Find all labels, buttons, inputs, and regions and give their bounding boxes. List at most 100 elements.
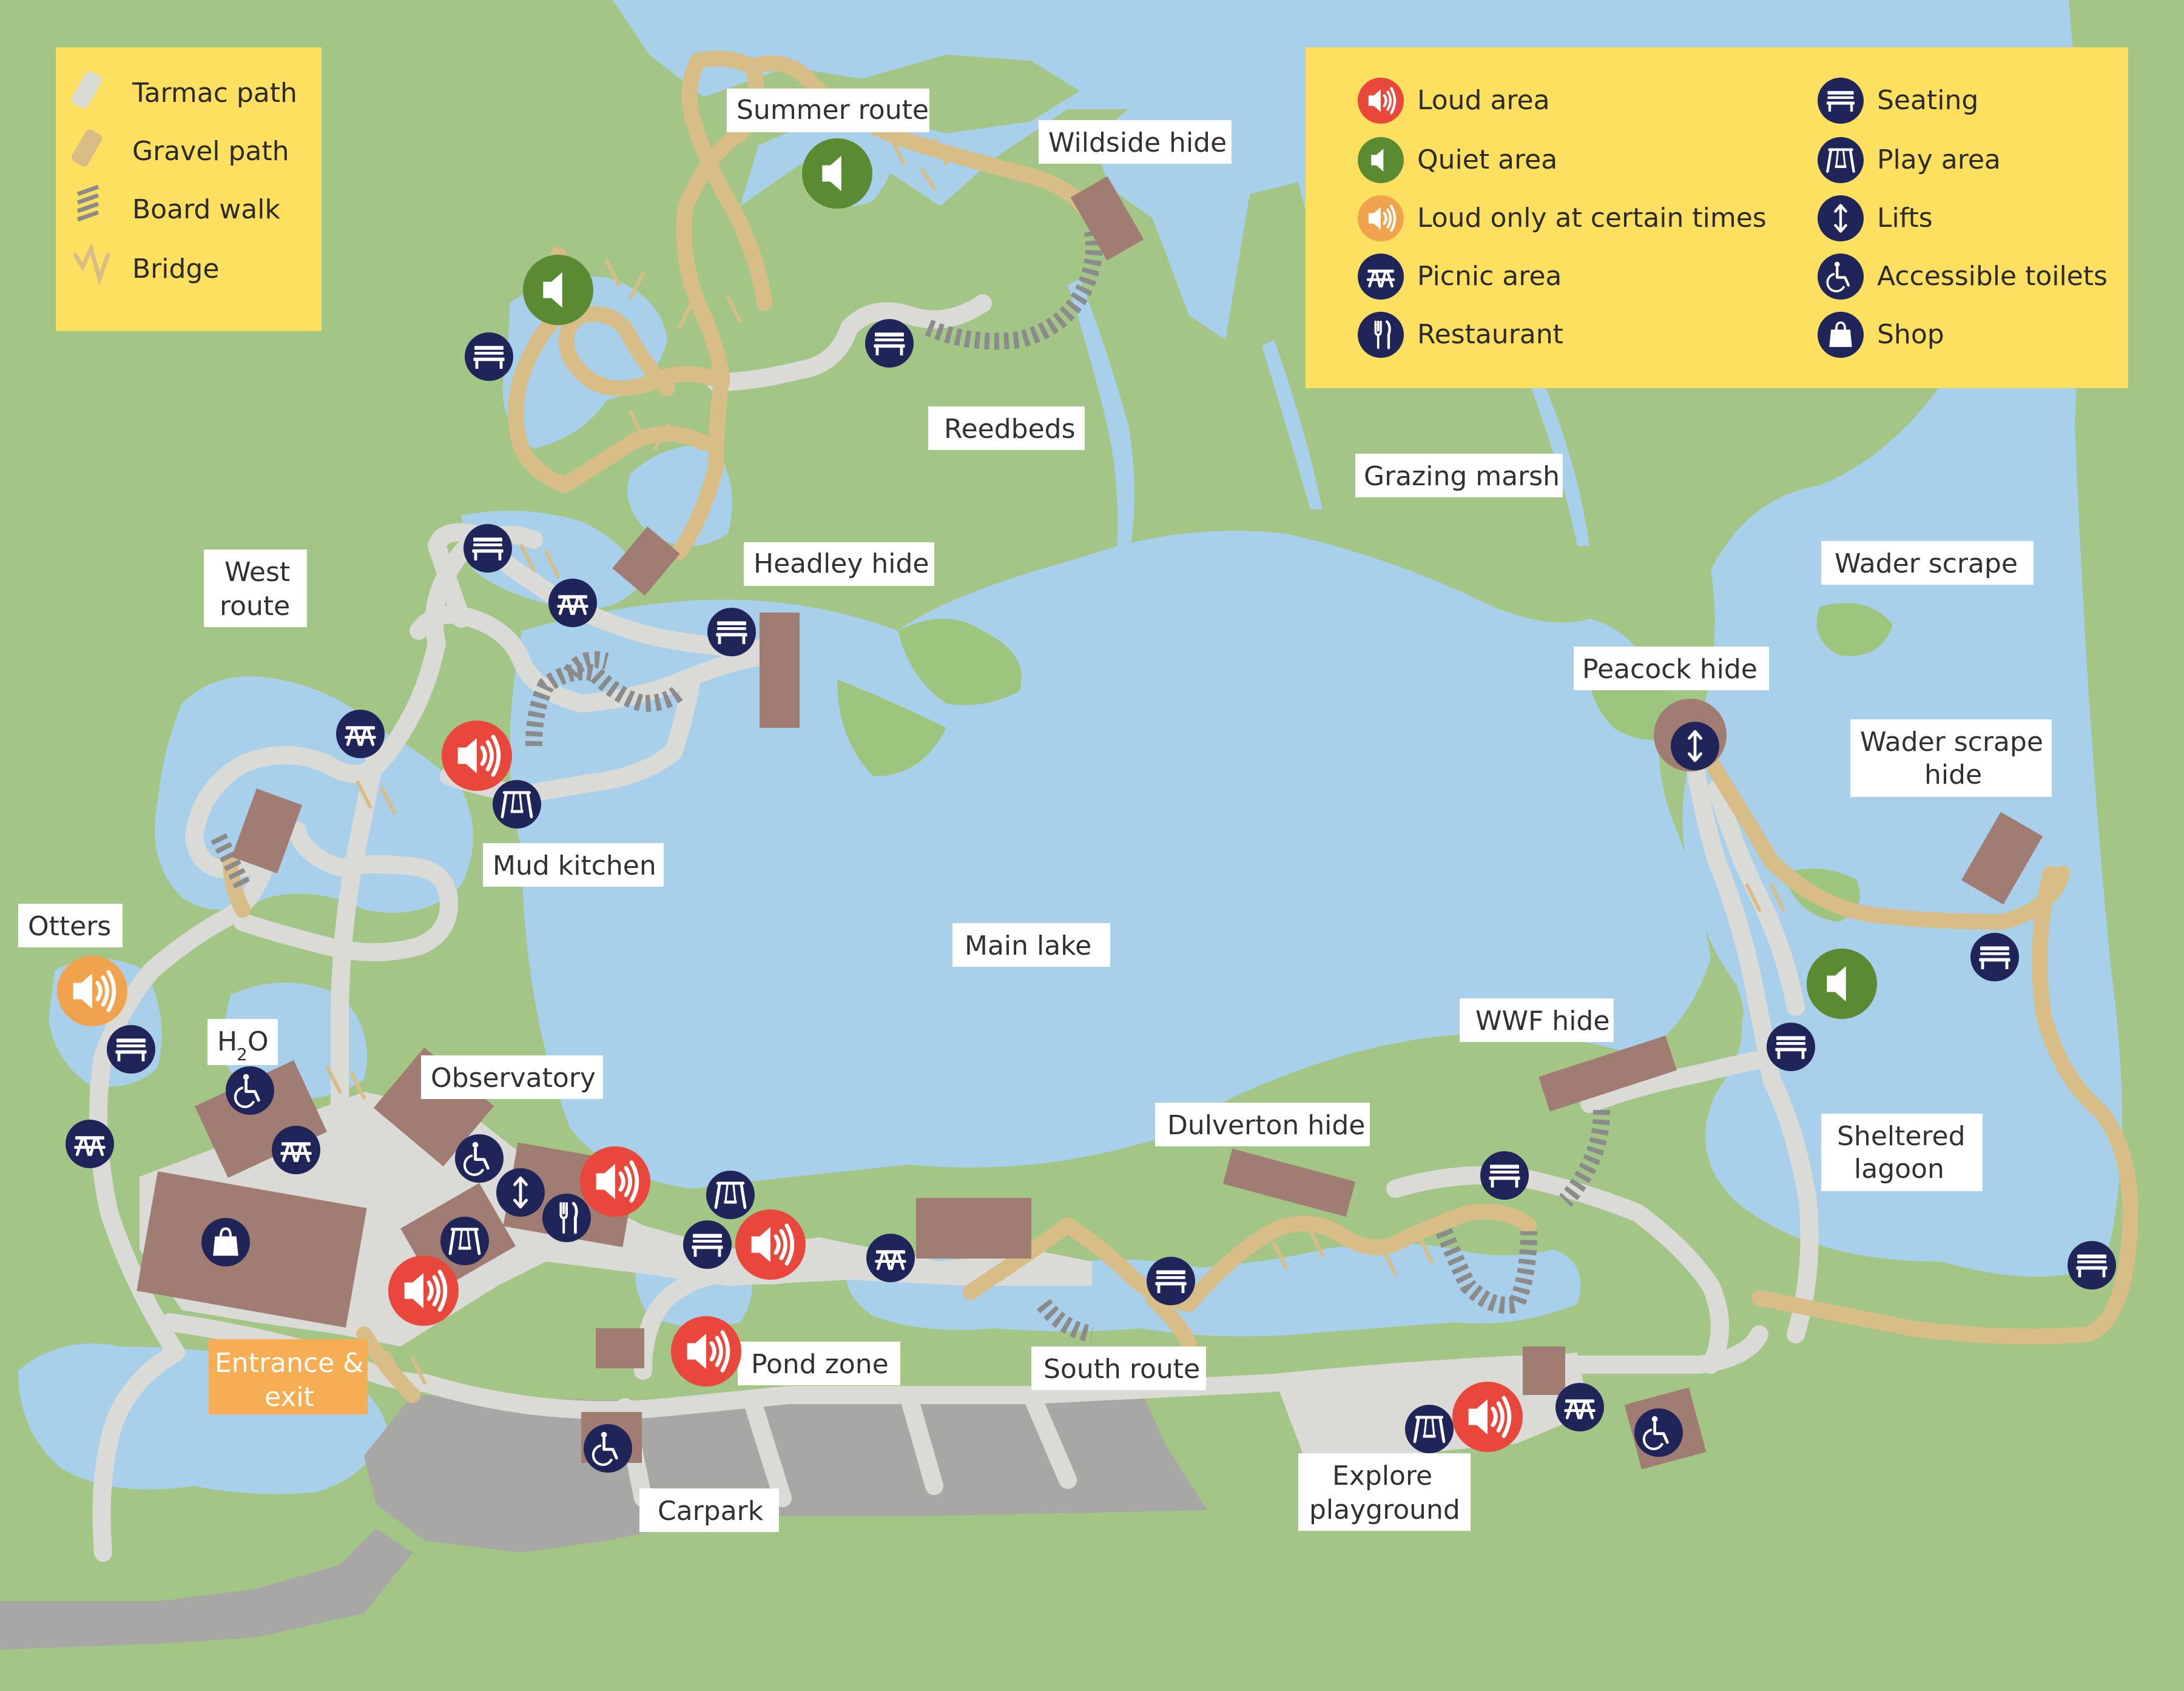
south-gravel-path-2 [1145, 1290, 1197, 1354]
accessible-toilet-icon [1818, 254, 1864, 300]
bridge-summer-2 [605, 259, 645, 299]
wwf-hide-building [1539, 1035, 1677, 1112]
west-boardwalk [211, 833, 251, 890]
svg-text:hide: hide [1924, 759, 1982, 790]
svg-text:Reedbeds: Reedbeds [944, 414, 1076, 445]
wader-island [1816, 603, 1893, 656]
label-headley-hide: Headley hide [744, 542, 934, 586]
west-loop-path [89, 526, 543, 1562]
svg-text:route: route [220, 591, 290, 622]
quiet-area-icon [523, 255, 593, 325]
south-lower-boardwalk [1036, 1299, 1094, 1343]
picnic-icon [336, 710, 385, 758]
play-area-icon [1818, 137, 1864, 183]
svg-text:Summer route: Summer route [736, 95, 929, 126]
carpark-road-2 [901, 1392, 943, 1495]
seating-icon [463, 524, 512, 573]
loud-area-icon [580, 1146, 650, 1217]
svg-text:South route: South route [1043, 1354, 1200, 1385]
svg-text:playground: playground [1309, 1494, 1460, 1525]
path-legend-label: Tarmac path [132, 78, 297, 109]
loud-area-icon [671, 1316, 741, 1387]
lift-icon [496, 1168, 545, 1217]
picnic-icon [1555, 1383, 1604, 1431]
svg-text:2: 2 [237, 1044, 248, 1064]
loud-area-icon [1452, 1382, 1523, 1452]
reed-channel-1 [1068, 279, 1134, 558]
bridge-west-2 [326, 1066, 366, 1100]
accessible-toilet-icon [584, 1424, 632, 1473]
seating-icon [1147, 1257, 1195, 1305]
seating-icon [107, 1025, 155, 1074]
lift-icon [1818, 195, 1864, 241]
bridge-icon [73, 242, 110, 286]
wwf-path [1580, 1046, 1793, 1113]
seating-icon [1767, 1023, 1815, 1071]
summer-route-top [744, 55, 1100, 226]
wader-scrape-path [1697, 744, 2071, 930]
peacock-west-path [1684, 737, 1819, 1343]
loud-certain-times-icon [1358, 195, 1404, 241]
play-area-icon [440, 1217, 489, 1265]
label-main-lake: Main lake [952, 923, 1110, 967]
summer-route-west [558, 306, 730, 396]
summer-hide-building [612, 526, 680, 596]
headley-hide-building [760, 613, 800, 728]
bridge-west-1 [356, 781, 396, 815]
gravel-path-icon [71, 129, 103, 167]
south-gravel-path [963, 1203, 1537, 1312]
svg-text:exit: exit [265, 1382, 314, 1413]
loud-area-icon [735, 1209, 806, 1280]
label-sheltered-lagoon: Sheltered lagoon [1821, 1114, 1983, 1191]
bridge-summer-4 [629, 411, 669, 451]
wwf-boardwalk [1559, 1109, 1610, 1207]
icon-legend-label: Seating [1877, 85, 1978, 116]
svg-text:Entrance &: Entrance & [215, 1348, 363, 1379]
seating-icon [1970, 933, 2019, 981]
loud-certain-times-icon [57, 956, 127, 1026]
south-hide-building [916, 1198, 1031, 1259]
loud-area-icon [1358, 78, 1404, 124]
label-grazing-marsh: Grazing marsh [1355, 454, 1563, 497]
bridge-entrance [386, 1351, 426, 1385]
label-west-route: West route [204, 550, 307, 627]
label-reedbeds: Reedbeds [928, 406, 1085, 450]
boardwalks [211, 228, 1610, 1343]
mud-kitchen-loop [410, 605, 780, 713]
icon-legend-label: Shop [1877, 319, 1944, 350]
svg-text:West: West [224, 557, 290, 588]
bridge-west-3 [520, 544, 560, 578]
restaurant-icon [1358, 312, 1404, 358]
svg-text:Grazing marsh: Grazing marsh [1364, 461, 1560, 492]
carpark-road-1 [743, 1392, 792, 1507]
loud-area-icon [442, 721, 512, 791]
quiet-area-icon [802, 138, 872, 209]
carpark-area [364, 1389, 1207, 1553]
reed-channel-2 [1262, 340, 1323, 509]
seating-icon [865, 319, 914, 368]
label-pond-zone: Pond zone [738, 1342, 900, 1385]
label-wader-scrape: Wader scrape [1821, 541, 2034, 585]
bridge-summer-5 [708, 423, 724, 451]
shop-icon [201, 1218, 250, 1266]
label-dulverton-hide: Dulverton hide [1155, 1103, 1370, 1146]
lift-icon [1671, 722, 1719, 770]
bridge-south-2 [1381, 1235, 1434, 1276]
h2o-building [194, 1060, 328, 1178]
svg-text:Wader scrape: Wader scrape [1860, 727, 2043, 758]
pond-zone-building [596, 1328, 644, 1368]
main-lake-water [510, 531, 1711, 1189]
accessible-toilet-icon [226, 1066, 274, 1115]
icon-legend-label: Loud area [1417, 85, 1550, 116]
shop-icon [1818, 312, 1864, 358]
wildside-hide-building [1070, 176, 1144, 261]
icon-legend-label: Lifts [1877, 203, 1933, 234]
north-path-lower [428, 523, 780, 658]
path-legend-box [56, 47, 322, 331]
tarmac-path-icon [71, 71, 103, 109]
picnic-icon [866, 1234, 915, 1282]
svg-text:Peacock hide: Peacock hide [1582, 654, 1758, 685]
label-mud-kitchen: Mud kitchen [483, 843, 664, 887]
summer-route-loop [672, 50, 772, 560]
label-peacock-hide: Peacock hide [1574, 647, 1769, 690]
